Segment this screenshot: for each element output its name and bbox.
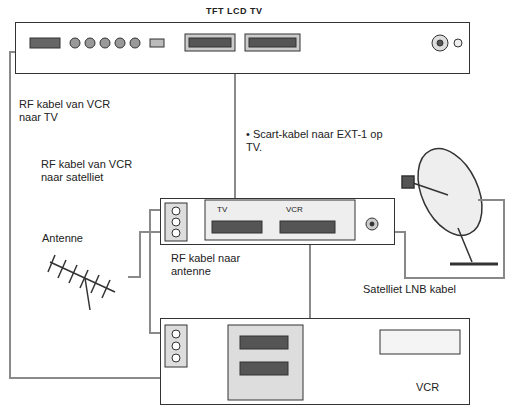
cable-label: RF kabel van VCR naar TV [18, 98, 120, 124]
tv-connectors [30, 34, 462, 51]
cable-label: Satelliet LNB kabel [362, 283, 457, 296]
vcr-parts [165, 325, 460, 400]
device-label: VCR [416, 381, 439, 394]
lnb-cable [395, 200, 504, 278]
device-title: TFT LCD TV [206, 6, 263, 16]
cable-label: RF kabel van VCR naar satelliet [40, 158, 134, 184]
receiver-box: TV VCR [160, 198, 395, 245]
satellite-dish [402, 138, 498, 264]
rf-cable [10, 52, 160, 378]
antenna-label: Antenne [42, 232, 83, 245]
rf-cable [309, 245, 311, 318]
rf-cable [128, 232, 160, 277]
cable-label: • Scart-kabel naar EXT-1 op TV. [245, 128, 387, 154]
antenna-node: Antenne [40, 232, 128, 312]
tv-box: TFT LCD TV [15, 22, 470, 74]
receiver-ports [165, 200, 378, 241]
rf-cable [150, 210, 160, 333]
vcr-box: VCR [160, 318, 470, 405]
cable-label: RF kabel naar antenne [170, 252, 282, 278]
antenna-symbol [48, 255, 115, 310]
port-label: TV [217, 205, 227, 214]
port-label: VCR [286, 205, 303, 214]
rf-cable [234, 74, 236, 198]
